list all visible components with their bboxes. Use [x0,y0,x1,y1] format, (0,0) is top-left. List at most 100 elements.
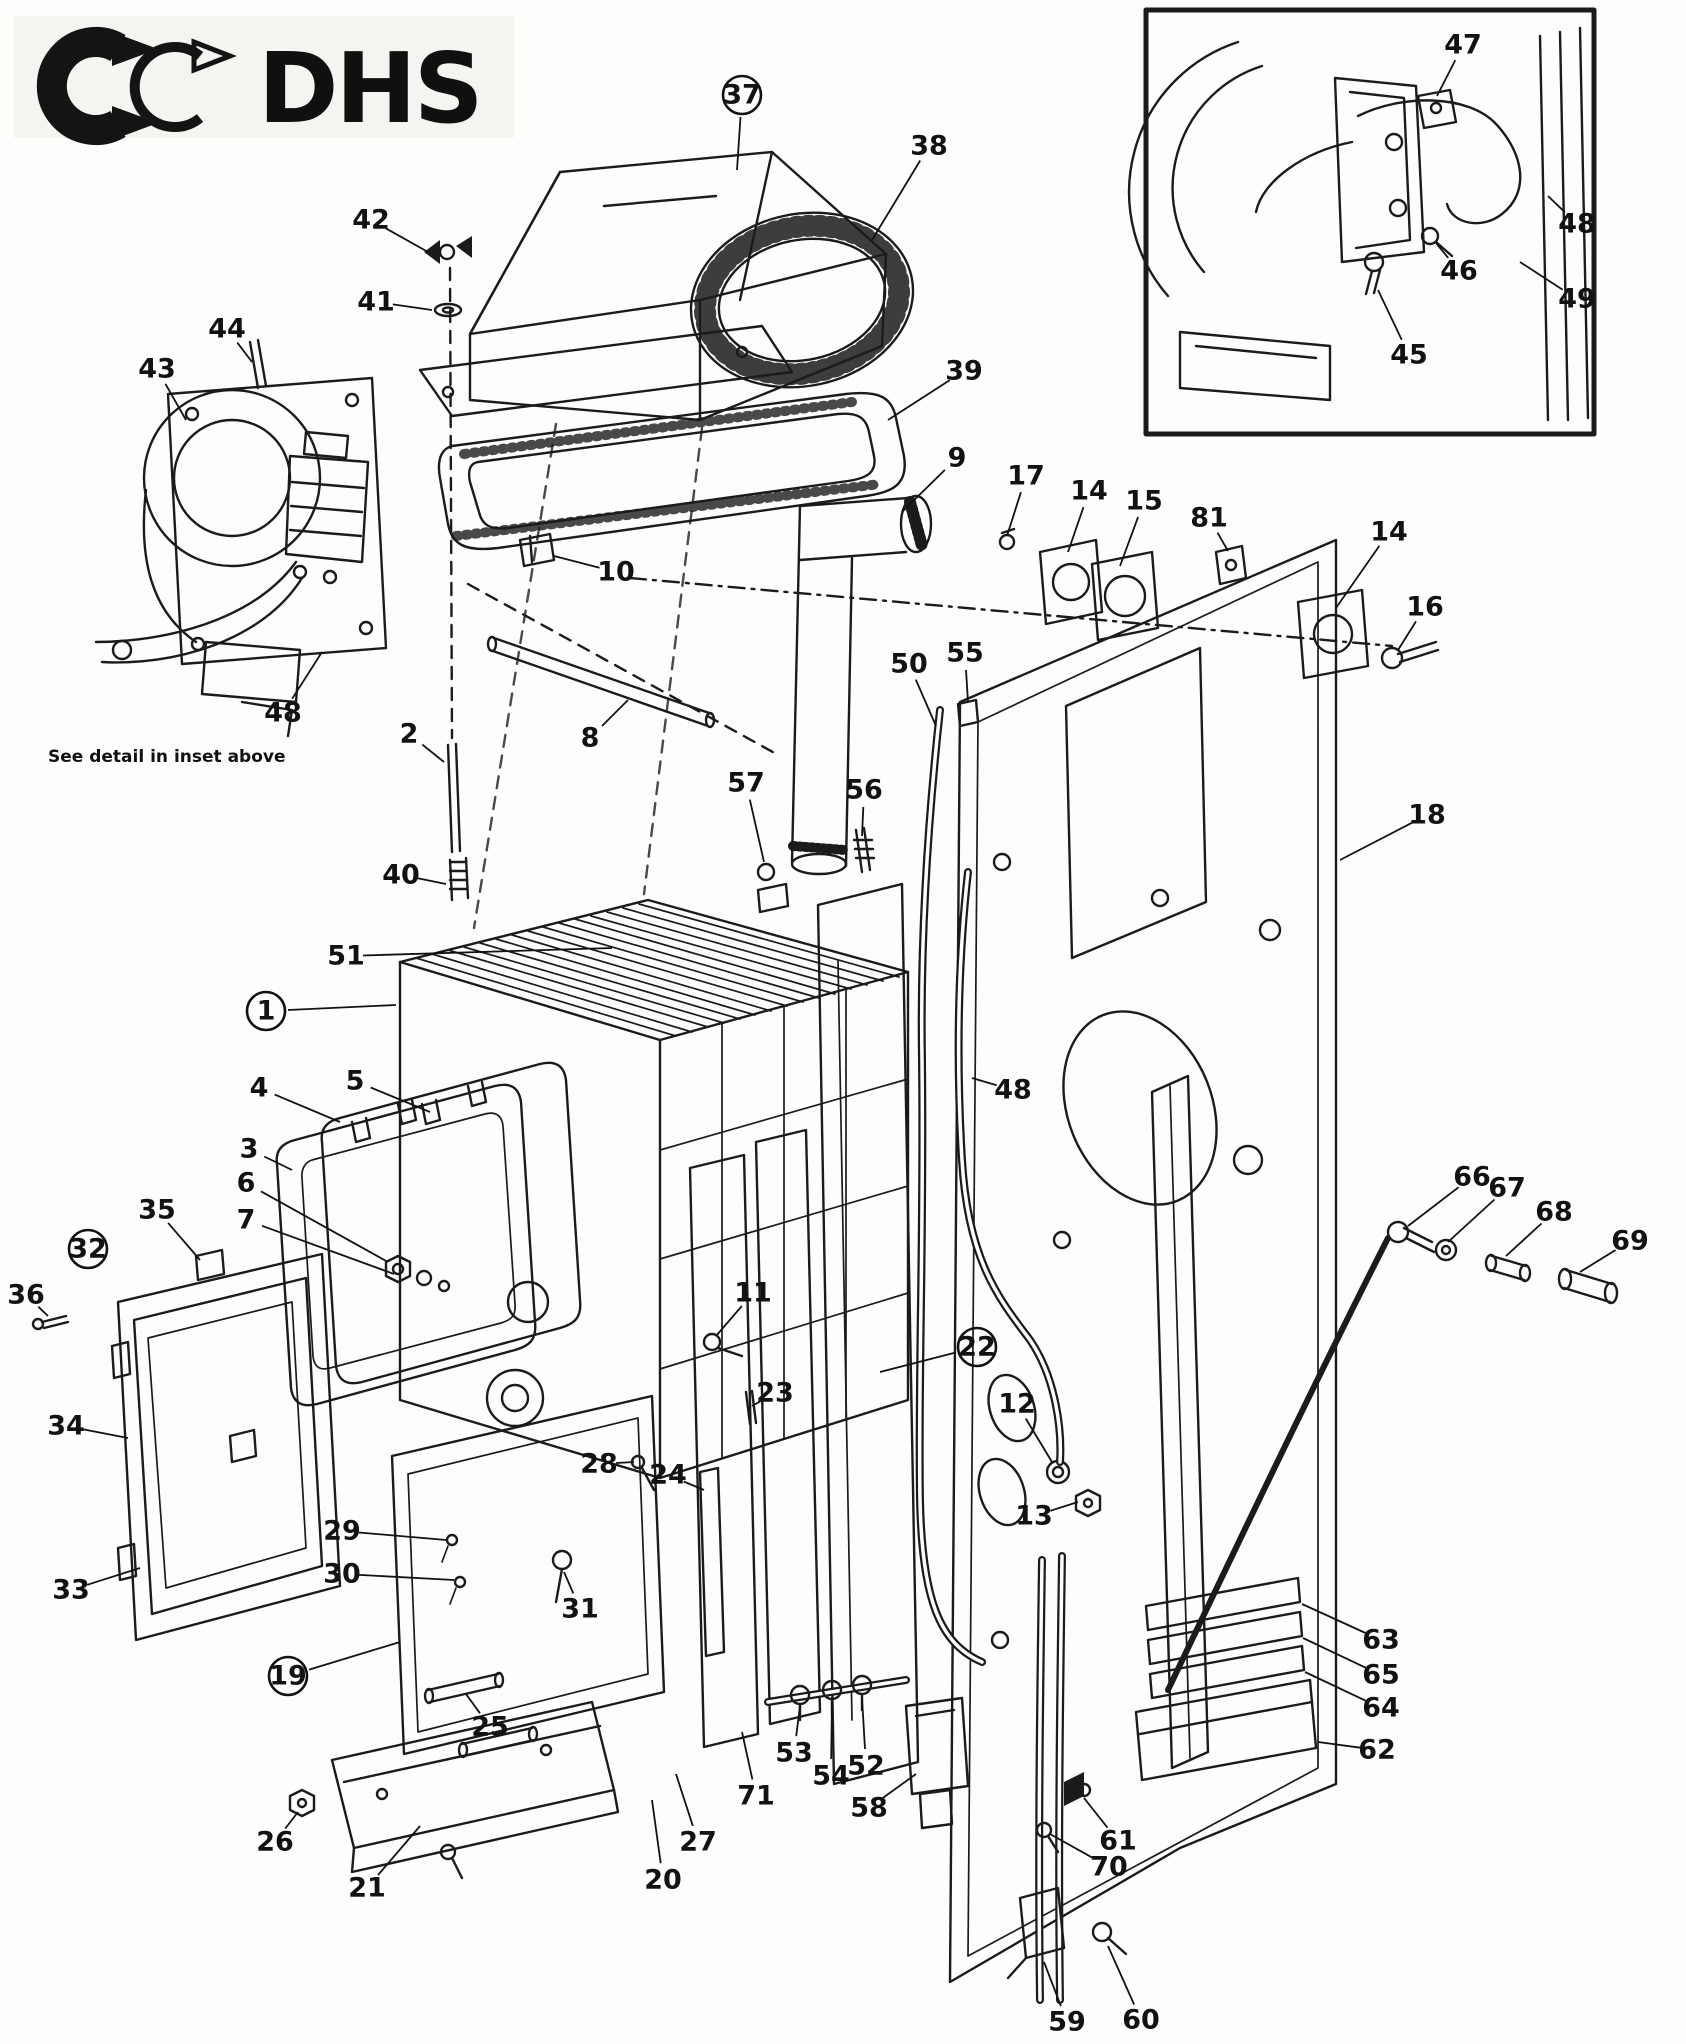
leader-line [1025,1418,1053,1463]
callout-81: 81 [1190,503,1229,552]
callout-40: 40 [382,860,447,891]
arrow-outline-icon [129,42,204,132]
part-number-label: 34 [47,1411,85,1442]
wing-nut [424,236,472,264]
leader-line [901,469,946,513]
part-number-label: 3 [240,1134,259,1165]
blower-wire [94,560,298,644]
part-number-label: 66 [1453,1162,1491,1193]
part-number-label: 56 [845,775,883,806]
part-number-label: 68 [1535,1197,1573,1228]
callout-69: 69 [1579,1226,1649,1273]
callout-circle [721,74,763,116]
part-number-label: 2 [400,719,419,750]
part-number-label: 43 [138,354,176,385]
leader-line [1302,1637,1366,1669]
part-number-label: 28 [580,1449,618,1480]
leader-line [1107,1945,1135,2005]
part-number-label: 13 [1015,1501,1053,1532]
part-number-label: 81 [1190,503,1228,534]
callout-14: 14 [1067,476,1108,553]
callout-23: 23 [751,1378,794,1409]
callout-54: 54 [812,1701,850,1792]
part-number-label: 47 [1444,30,1482,61]
leader-line [1436,59,1457,97]
callout-71: 71 [737,1731,775,1812]
part-number-label: 5 [346,1066,365,1097]
clip [956,698,980,728]
leader-line [736,116,742,171]
leader-line [1049,1501,1079,1512]
blower-plate [166,376,388,666]
part-number-label: 31 [561,1594,599,1625]
part-number-label: 14 [1370,517,1408,548]
wing-screw [1064,1772,1084,1806]
part-number-label: 33 [52,1575,90,1606]
callout-31: 31 [561,1571,599,1625]
part-number-label: 63 [1362,1625,1400,1656]
part-number-label: 19 [269,1661,307,1692]
flue-pipe [788,494,933,876]
leader-line [1119,516,1139,567]
gasket-plate [320,1061,582,1385]
callout-8: 8 [581,699,629,754]
leader-line [1049,1833,1095,1860]
exchanger-side-face [658,970,910,1480]
callout-67: 67 [1447,1173,1526,1243]
arrowhead-icon [112,32,158,66]
callout-53: 53 [775,1705,813,1769]
inset-bracket [1333,76,1426,264]
panel-brace [1150,1074,1210,1770]
callout-41: 41 [357,287,433,318]
heat-exchanger [398,742,910,1480]
part-number-label: 7 [237,1205,256,1236]
leader-line [879,1351,956,1373]
part-number-label: 51 [327,941,365,972]
leader-line [563,1571,575,1594]
callout-9: 9 [901,443,967,513]
part-number-label: 69 [1611,1226,1649,1257]
part-number-label: 53 [775,1738,813,1769]
bolt [1035,1821,1053,1839]
leader-line [715,1305,743,1337]
callout-10: 10 [553,555,635,588]
leader-line [601,699,629,727]
part-number-label: 11 [734,1278,772,1309]
draft-seal-ring [689,211,915,389]
callout-55: 55 [946,638,984,703]
part-number-label: 36 [7,1280,45,1311]
screw [439,1843,457,1861]
part-number-label: 57 [727,768,765,799]
control-pod [904,1696,970,1796]
part-number-label: 48 [1558,209,1596,240]
part-number-label: 9 [948,443,967,474]
leader-line [1435,242,1449,259]
leader-line [675,1773,694,1827]
slat [1144,1576,1302,1632]
callout-22: 22 [879,1326,998,1373]
leader-line [553,555,600,569]
part-number-label: 38 [910,131,948,162]
leader-line [1216,532,1229,552]
callout-44: 44 [208,314,253,363]
capillary-tube [1165,1235,1391,1693]
sleeve [1562,1268,1614,1304]
part-number-label: 48 [264,698,302,729]
callout-32: 32 [67,1228,109,1270]
sleeve [1488,1254,1528,1282]
leader-line [358,1531,447,1541]
part-number-label: 8 [581,723,600,754]
callout-62: 62 [1317,1735,1396,1766]
leader-line [392,303,433,311]
arrow-icon [36,27,126,145]
leader-line [741,1731,754,1780]
leader-line [370,1086,431,1113]
leader-line [1377,289,1403,341]
callout-57: 57 [727,768,765,863]
callout-49: 49 [1519,261,1596,315]
callout-65: 65 [1302,1637,1400,1691]
leader-line [164,383,187,421]
leader-line [421,743,445,763]
leader-line [358,1574,455,1581]
